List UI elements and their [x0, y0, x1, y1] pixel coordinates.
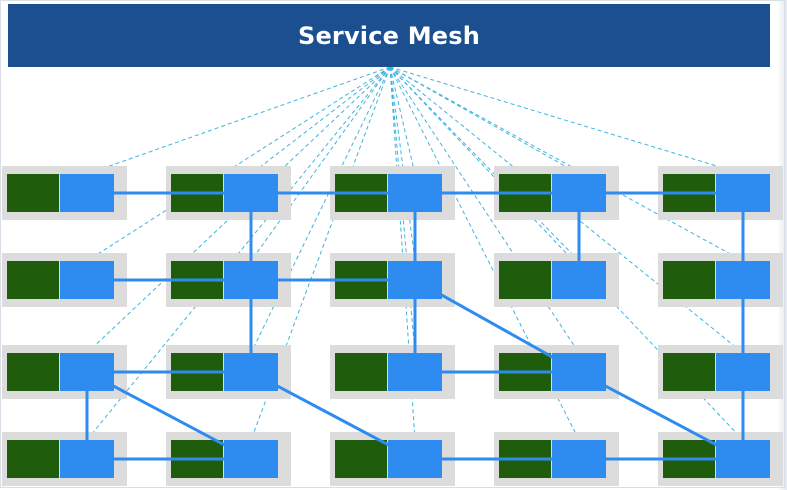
connection-line-19: [248, 369, 418, 462]
service-box: [7, 174, 59, 212]
service-box: [499, 261, 551, 299]
mesh-line-r1-c2: [250, 66, 391, 175]
mesh-line-r3-c4: [389, 66, 580, 354]
mesh-line-r2-c1: [86, 66, 391, 262]
service-box: [335, 353, 387, 391]
mesh-line-r1-c4: [389, 66, 580, 175]
pods-group: [2, 166, 783, 486]
pod-r2-c4: [494, 253, 619, 307]
header-title: Service Mesh: [297, 21, 481, 50]
mesh-line-r1-c3: [389, 66, 416, 175]
mesh-line-r1-c5: [389, 66, 744, 175]
connection-line-13: [412, 277, 582, 375]
mesh-line-r2-c2: [250, 66, 391, 262]
service-box: [663, 353, 715, 391]
mesh-line-r2-c5: [389, 66, 744, 262]
mesh-line-r2-c4: [389, 66, 580, 262]
connection-lines-group: [84, 191, 746, 462]
mesh-line-r1-c1: [86, 66, 391, 175]
connection-line-18: [84, 369, 254, 462]
mesh-line-r3-c2: [250, 66, 391, 354]
service-box: [7, 261, 59, 299]
service-mesh-header: Service Mesh: [8, 4, 770, 67]
service-box: [7, 353, 59, 391]
service-box: [7, 440, 59, 478]
pod-r3-c5: [658, 345, 783, 399]
pod-r2-c5: [658, 253, 783, 307]
connection-line-20: [576, 369, 746, 462]
pod-r3-c1: [2, 345, 127, 399]
service-box: [335, 440, 387, 478]
service-box: [663, 261, 715, 299]
mesh-line-r2-c3: [389, 66, 416, 262]
